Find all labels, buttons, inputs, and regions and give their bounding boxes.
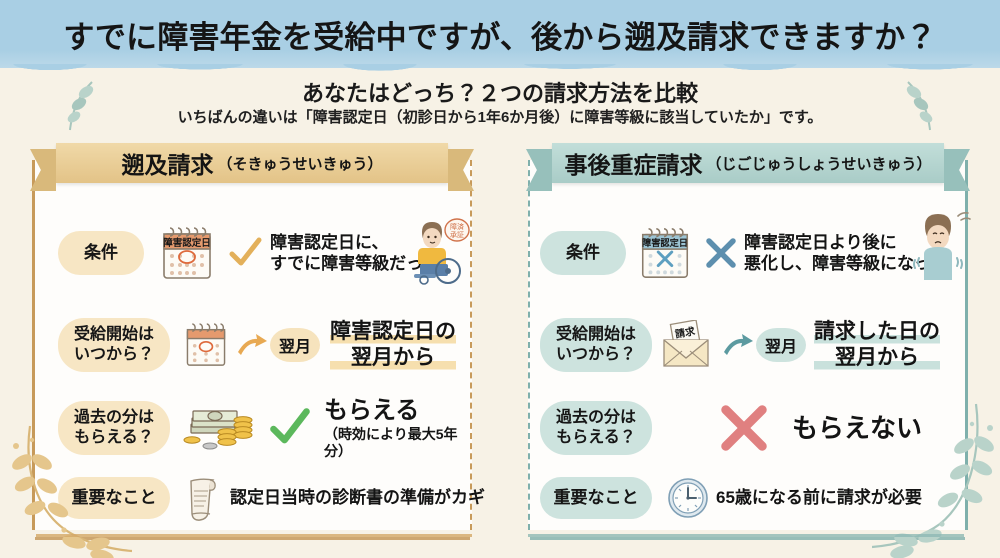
- ribbon-header-jigo: 事後重症請求 （じごじゅうしょうせいきゅう）: [526, 143, 970, 191]
- header-band: [0, 0, 1000, 74]
- panel-bottom-rule-right: [528, 534, 964, 537]
- speech-bubble-next-month: 翌月: [270, 328, 320, 362]
- check-mark-icon: [224, 230, 266, 276]
- panel-title-sokyu: 遡及請求: [121, 152, 214, 178]
- row-label-condition: 条件: [58, 231, 144, 275]
- row-sokyu-start: 受給開始は いつから？: [58, 312, 478, 378]
- unwell-person-illustration: [913, 212, 971, 280]
- subtitle: あなたはどっち？２つの請求方法を比較: [301, 81, 698, 106]
- money-cash-icon: [178, 401, 264, 455]
- panel-bottom-rule-left: [36, 534, 472, 537]
- speech-bubble-next-month: 翌月: [756, 328, 806, 362]
- row-sokyu-important: 重要なこと 認定日当時の診断書の準備がカギ: [58, 472, 488, 524]
- row-text-start: 請求した日の 翌月から: [814, 318, 940, 372]
- panel-title-reading-sokyu: （そきゅうせいきゅう）: [217, 155, 383, 173]
- row-text-backpay: もらえない: [792, 412, 923, 443]
- envelope-label: 請求: [674, 324, 697, 340]
- row-label-backpay: 過去の分は もらえる？: [58, 401, 170, 455]
- subtitle-note: いちばんの違いは「障害認定日（初診日から1年6か月後）に障害等級に該当していたか…: [177, 109, 823, 126]
- row-sokyu-condition: 条件 障害認定日: [58, 218, 478, 288]
- page-title: すでに障害年金を受給中ですが、後から遡及請求できますか？: [63, 20, 937, 55]
- row-jigo-important: 重要なこと 65歳になる前に請求が必要: [540, 472, 968, 524]
- envelope-claim-icon: 請求: [658, 318, 720, 372]
- stamp-line1: 障済: [450, 222, 464, 231]
- stamp-line2: 承証: [450, 231, 464, 239]
- calendar-icon: [178, 318, 234, 372]
- row-label-important: 重要なこと: [540, 477, 652, 519]
- panel-title-jigo: 事後重症請求: [564, 152, 703, 178]
- panel-title-reading-jigo: （じごじゅうしょうせいきゅう）: [706, 155, 932, 173]
- calendar-icon: 障害認定日: [630, 221, 700, 285]
- row-text-condition: 障害認定日より後に 悪化し、障害等級になった: [744, 232, 948, 273]
- row-label-start: 受給開始は いつから？: [540, 318, 652, 372]
- row-jigo-start: 受給開始は いつから？ 請求 翌月 請求した日の 翌月から: [540, 312, 968, 378]
- arrow-right-icon: [234, 328, 270, 362]
- calendar-label: 障害認定日: [163, 237, 211, 249]
- wheelchair-person-illustration: 障済 承証: [414, 218, 470, 285]
- scroll-document-icon: [176, 474, 228, 522]
- row-jigo-backpay: 過去の分は もらえる？ もらえない: [540, 398, 968, 458]
- row-text-backpay: もらえる （時効により最大5年分）: [324, 396, 458, 460]
- row-text-important: 65歳になる前に請求が必要: [716, 488, 922, 508]
- calendar-icon: 障害認定日: [150, 221, 224, 285]
- row-label-condition: 条件: [540, 231, 626, 275]
- row-text-important: 認定日当時の診断書の準備がカギ: [230, 488, 485, 508]
- calendar-label: 障害認定日: [642, 237, 688, 248]
- row-label-start: 受給開始は いつから？: [58, 318, 170, 372]
- arrow-right-icon: [720, 328, 756, 362]
- row-jigo-condition: 条件 障害認定日: [540, 218, 968, 288]
- row-sokyu-backpay: 過去の分は もらえる？: [58, 396, 478, 460]
- row-label-backpay: 過去の分は もらえる？: [540, 401, 652, 455]
- row-text-condition: 障害認定日に、 すでに障害等級だった: [270, 232, 441, 273]
- clock-icon: [660, 474, 716, 522]
- cross-mark-icon: [700, 230, 742, 276]
- row-text-start: 障害認定日の 翌月から: [330, 318, 456, 372]
- cross-mark-icon: [696, 400, 792, 456]
- ribbon-header-sokyu: 遡及請求 （そきゅうせいきゅう）: [30, 143, 474, 191]
- row-label-important: 重要なこと: [58, 477, 170, 519]
- check-mark-icon: [264, 402, 316, 454]
